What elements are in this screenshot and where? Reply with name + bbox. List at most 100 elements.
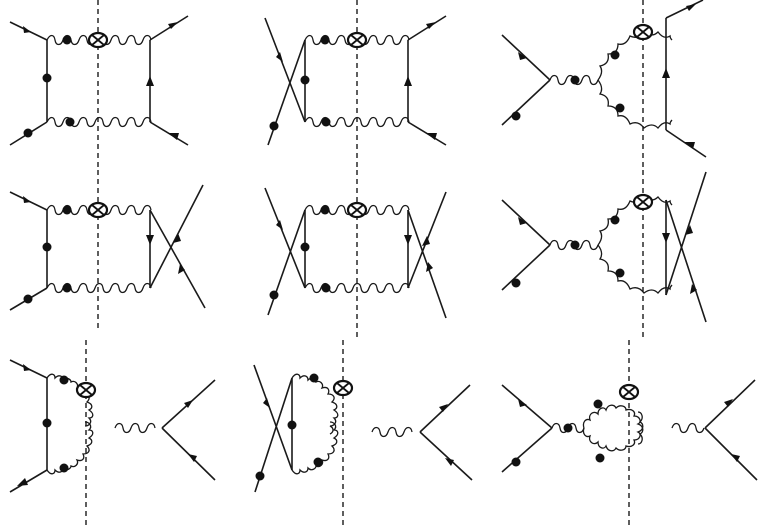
arrow bbox=[439, 404, 448, 412]
insertion-dot bbox=[610, 215, 620, 225]
insertion-dot bbox=[309, 373, 319, 383]
insertion-dot bbox=[313, 457, 323, 467]
upper-gluon bbox=[291, 373, 339, 435]
insertion-dot bbox=[62, 283, 72, 293]
arrow bbox=[146, 76, 154, 86]
insertion-dot bbox=[65, 117, 75, 127]
incoming-antiquark-bottom bbox=[501, 427, 553, 473]
outgoing-antiquark-crossed bbox=[665, 199, 707, 323]
arrow bbox=[518, 217, 527, 225]
insertion-dot bbox=[42, 242, 52, 252]
arrow bbox=[168, 22, 178, 29]
insertion-dot bbox=[59, 375, 69, 385]
insertion-dot bbox=[595, 453, 605, 463]
diagram-3 bbox=[501, 0, 707, 170]
incoming-quark-top bbox=[253, 364, 293, 471]
operator-vertex bbox=[87, 31, 109, 49]
arrow bbox=[276, 220, 283, 230]
insertion-dot bbox=[511, 457, 521, 467]
outgoing-quark-top bbox=[704, 379, 756, 429]
insertion-dot bbox=[570, 75, 580, 85]
diagram-4 bbox=[9, 170, 206, 328]
operator-vertex bbox=[75, 381, 97, 399]
diagram-9 bbox=[501, 340, 758, 525]
arrow bbox=[23, 26, 31, 33]
insertion-dot bbox=[23, 128, 33, 138]
arrow bbox=[685, 225, 693, 235]
operator-vertex bbox=[632, 23, 654, 41]
arrow bbox=[404, 235, 412, 245]
outgoing-antiquark-crossed bbox=[407, 209, 447, 319]
arrow bbox=[404, 76, 412, 86]
bottom-gluon bbox=[304, 282, 410, 294]
insertion-dot bbox=[321, 117, 331, 127]
arrow bbox=[263, 398, 270, 408]
insertion-dot bbox=[23, 294, 33, 304]
arrow bbox=[23, 196, 31, 203]
incoming-quark-top bbox=[264, 187, 306, 289]
right-gluon-propagator bbox=[671, 422, 705, 434]
insertion-dot bbox=[62, 35, 72, 45]
insertion-dot bbox=[610, 50, 620, 60]
insertion-dot bbox=[321, 283, 331, 293]
insertion-dot bbox=[615, 268, 625, 278]
insertion-dot bbox=[42, 73, 52, 83]
arrow bbox=[146, 235, 154, 245]
insertion-dot bbox=[615, 103, 625, 113]
diagram-8 bbox=[253, 340, 473, 525]
arrow bbox=[178, 264, 185, 274]
outgoing-antiquark-bottom bbox=[419, 431, 473, 481]
diagram-5 bbox=[264, 170, 447, 340]
insertion-dot bbox=[320, 205, 330, 215]
insertion-dot bbox=[300, 242, 310, 252]
insertion-dot bbox=[593, 399, 603, 409]
arrow bbox=[445, 458, 454, 466]
diagram-7 bbox=[9, 340, 216, 525]
lower-gluon bbox=[597, 244, 673, 294]
incoming-quark-top bbox=[264, 17, 306, 123]
s-channel-gluon bbox=[114, 422, 156, 434]
lower-gluon bbox=[291, 421, 339, 475]
incoming-quark-top bbox=[501, 384, 553, 429]
bottom-gluon bbox=[46, 116, 152, 128]
outgoing-antiquark-crossed bbox=[149, 209, 206, 309]
arrow bbox=[426, 262, 433, 272]
insertion-dot bbox=[255, 471, 265, 481]
insertion-dot bbox=[42, 418, 52, 428]
incoming-antiquark-bottom bbox=[501, 79, 551, 126]
insertion-dot bbox=[287, 420, 297, 430]
arrow bbox=[731, 454, 740, 462]
arrow bbox=[426, 22, 436, 29]
operator-vertex bbox=[346, 201, 368, 219]
arrow bbox=[23, 364, 31, 371]
arrow bbox=[684, 142, 695, 149]
diagram-6 bbox=[501, 170, 707, 340]
upper-gluon bbox=[597, 31, 673, 81]
outgoing-antiquark-bottom bbox=[9, 469, 48, 493]
operator-vertex bbox=[87, 201, 109, 219]
arrow bbox=[690, 284, 697, 294]
insertion-dot bbox=[320, 35, 330, 45]
insertion-dot bbox=[59, 463, 69, 473]
arrow bbox=[426, 133, 437, 140]
incoming-antiquark-bottom bbox=[501, 244, 551, 291]
operator-vertex bbox=[332, 379, 354, 397]
outgoing-antiquark-bottom bbox=[161, 427, 216, 481]
arrow bbox=[276, 52, 283, 62]
diagram-2 bbox=[264, 0, 447, 170]
outgoing-quark-top bbox=[149, 15, 189, 41]
arrow bbox=[17, 478, 28, 486]
diagram-1 bbox=[9, 0, 189, 170]
insertion-dot bbox=[570, 240, 580, 250]
operator-vertex bbox=[618, 383, 640, 401]
outgoing-quark-top bbox=[665, 0, 704, 19]
arrow bbox=[662, 68, 670, 78]
insertion-dot bbox=[511, 111, 521, 121]
arrow bbox=[686, 4, 696, 11]
arrow bbox=[724, 399, 733, 407]
arrow bbox=[518, 52, 527, 60]
insertion-dot bbox=[62, 205, 72, 215]
outgoing-quark-top bbox=[407, 15, 447, 41]
operator-vertex bbox=[632, 193, 654, 211]
